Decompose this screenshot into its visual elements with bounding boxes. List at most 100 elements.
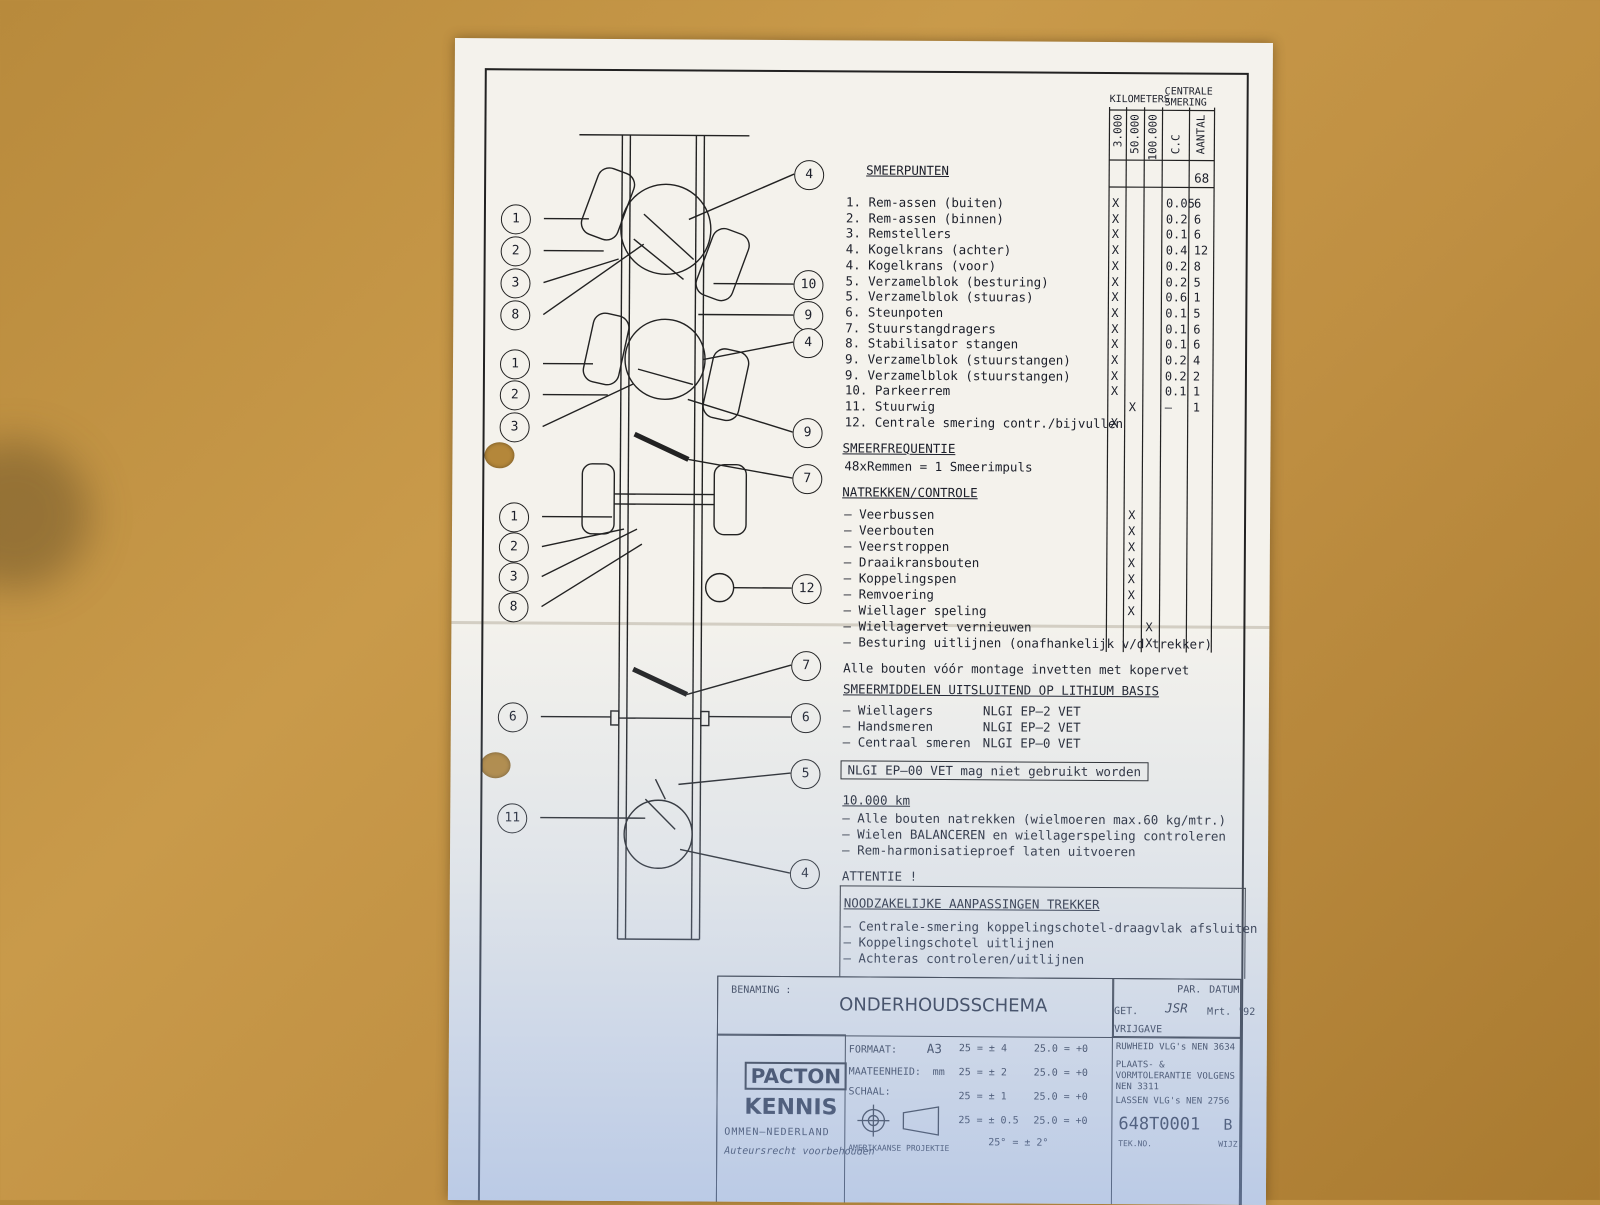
interval-mark: X [1111, 290, 1118, 304]
wijz-label: WIJZ. [1218, 1137, 1242, 1152]
tekno-label: TEK.NO. [1118, 1136, 1152, 1151]
col-100000: 100.000 [1146, 114, 1159, 160]
interval-mark: X [1112, 227, 1119, 241]
par-label: PAR. [1177, 982, 1201, 997]
tolerance-coarse: 25 = ± 2 [959, 1065, 1007, 1080]
cc-value: 0.1 [1165, 322, 1187, 336]
cc-value: 0.2 [1166, 212, 1188, 226]
callout-6: 6 [791, 703, 821, 733]
natrekken-title: NATREKKEN/CONTROLE [842, 484, 978, 500]
attentie-title: ATTENTIE ! [842, 868, 917, 883]
cc-value: 0.1 [1166, 228, 1188, 242]
table-shadow [0, 440, 90, 590]
aantal-value: 5 [1193, 306, 1200, 320]
bouten-note: Alle bouten vóór montage invetten met ko… [843, 660, 1189, 677]
col-cc: C.C [1169, 134, 1182, 154]
attentie-box-title: NOODZAKELIJKE AANPASSINGEN TREKKER [844, 895, 1100, 912]
lubricant-item: – Wiellagers [843, 702, 933, 718]
smeerfrequentie-title: SMEERFREQUENTIE [842, 440, 955, 456]
cc-value: 0.2 [1165, 275, 1187, 289]
aantal-value: 4 [1193, 354, 1200, 368]
aantal-value: 12 [1194, 244, 1209, 258]
projectie-label: AMERIKAANSE PROJEKTIE [848, 1140, 949, 1156]
aantal-value: 1 [1193, 291, 1200, 305]
natrekken-item: – Wiellagervet vernieuwen [843, 618, 1031, 634]
callout-5: 5 [790, 759, 820, 789]
smeerpunt-item: 1. Rem-assen (buiten) [846, 194, 1004, 210]
smeerpunt-item: 6. Steunpoten [845, 304, 943, 320]
cc-value: 0.1 [1165, 306, 1187, 320]
attentie-item: – Achteras controleren/uitlijnen [843, 950, 1084, 966]
interval-mark: X [1111, 306, 1118, 320]
tolerance-coarse: 25 = ± 0.5 [958, 1113, 1018, 1128]
callout-6: 6 [498, 702, 528, 732]
smeerpunt-item: 12. Centrale smering contr./bijvullen [845, 414, 1124, 431]
km10000-item: – Wielen BALANCEREN en wiellagerspeling … [842, 826, 1226, 843]
smeermiddelen-title: SMEERMIDDELEN UITSLUITEND OP LITHIUM BAS… [843, 681, 1159, 698]
tolerance-fine: 25.0 = +0 [1033, 1114, 1087, 1129]
col-aantal: AANTAL [1194, 115, 1207, 155]
aantal-value: 2 [1193, 369, 1200, 383]
aantal-value: 6 [1194, 212, 1201, 226]
natrekken-item: – Koppelingspen [844, 570, 957, 586]
interval-mark: X [1128, 540, 1135, 554]
col-3000: 3.000 [1111, 114, 1124, 147]
lassen-standard: LASSEN VLG's NEN 2756 [1115, 1094, 1229, 1110]
interval-mark: X [1111, 275, 1118, 289]
interval-mark: X [1128, 572, 1135, 586]
projection-symbol-icon [853, 1102, 943, 1139]
lubricant-spec: NLGI EP–0 VET [983, 735, 1081, 751]
interval-mark: X [1128, 588, 1135, 602]
centrale-smering-header: CENTRALE SMERING [1165, 86, 1215, 108]
callout-4: 4 [790, 859, 820, 889]
attentie-item: – Centrale-smering koppelingschotel-draa… [844, 918, 1258, 936]
grease-warning-box: NLGI EP–00 VET mag niet gebruikt worden [840, 760, 1148, 781]
schaal-label: SCHAAL: [849, 1084, 891, 1099]
smeerpunt-item: 4. Kogelkrans (voor) [846, 257, 997, 273]
natrekken-item: – Remvoering [844, 586, 934, 602]
interval-mark: X [1127, 604, 1134, 618]
vrijgave-label: VRIJGAVE [1114, 1022, 1162, 1037]
attentie-item: – Koppelingschotel uitlijnen [843, 934, 1054, 950]
km10000-item: – Rem-harmonisatieproef laten uitvoeren [842, 842, 1136, 859]
drawing-number: 648T0001 [1118, 1114, 1200, 1134]
tolerance-coarse: 25 = ± 4 [959, 1041, 1007, 1056]
smeerpunt-item: 9. Verzamelblok (stuurstangen) [845, 351, 1071, 367]
pacton-logo: PACTON [745, 1062, 848, 1091]
lubricant-item: – Handsmeren [843, 718, 933, 734]
cc-value: 0.2 [1165, 353, 1187, 367]
interval-mark: X [1145, 636, 1152, 650]
datum-label: DATUM [1209, 983, 1239, 998]
interval-mark: X [1111, 369, 1118, 383]
drawing-title: ONDERHOUDSSCHEMA [839, 995, 1047, 1016]
smeerpunt-item: 11. Stuurwig [845, 398, 935, 414]
cc-value: 0.2 [1166, 259, 1188, 273]
aantal-value: 6 [1194, 228, 1201, 242]
smeerpunt-item: 5. Verzamelblok (stuuras) [845, 289, 1033, 305]
lubricant-item: – Centraal smeren [843, 734, 971, 750]
aantal-value: 6 [1193, 338, 1200, 352]
interval-mark: X [1128, 524, 1135, 538]
kilometers-header: KILOMETERS [1110, 92, 1170, 107]
interval-mark: X [1112, 212, 1119, 226]
logo-city: OMMEN–NEDERLAND [724, 1125, 829, 1141]
interval-mark: X [1145, 620, 1152, 634]
smeerpunt-item: 7. Stuurstangdragers [845, 320, 996, 336]
tolerance-fine: 25.0 = +0 [1034, 1066, 1088, 1081]
smeerpunt-item: 9. Verzamelblok (stuurstangen) [845, 367, 1071, 383]
natrekken-item: – Draaikransbouten [844, 554, 980, 570]
cc-value: 0.1 [1165, 338, 1187, 352]
smeerpunt-item: 2. Rem-assen (binnen) [846, 210, 1004, 226]
total-aantal: 68 [1194, 171, 1209, 186]
cc-value: 0.4 [1166, 243, 1188, 257]
aantal-value: 1 [1193, 401, 1200, 415]
lubricant-spec: NLGI EP–2 VET [983, 719, 1081, 735]
natrekken-item: – Besturing uitlijnen (onafhankelijk v/d… [843, 634, 1212, 651]
smeerpunt-item: 4. Kogelkrans (achter) [846, 241, 1012, 257]
tolerance-fine: 25.0 = +0 [1033, 1090, 1087, 1105]
callout-11: 11 [497, 803, 527, 833]
natrekken-item: – Veerstroppen [844, 538, 949, 554]
natrekken-item: – Veerbouten [844, 522, 934, 538]
maateenheid-value: mm [933, 1065, 945, 1080]
aantal-value: 8 [1194, 259, 1201, 273]
